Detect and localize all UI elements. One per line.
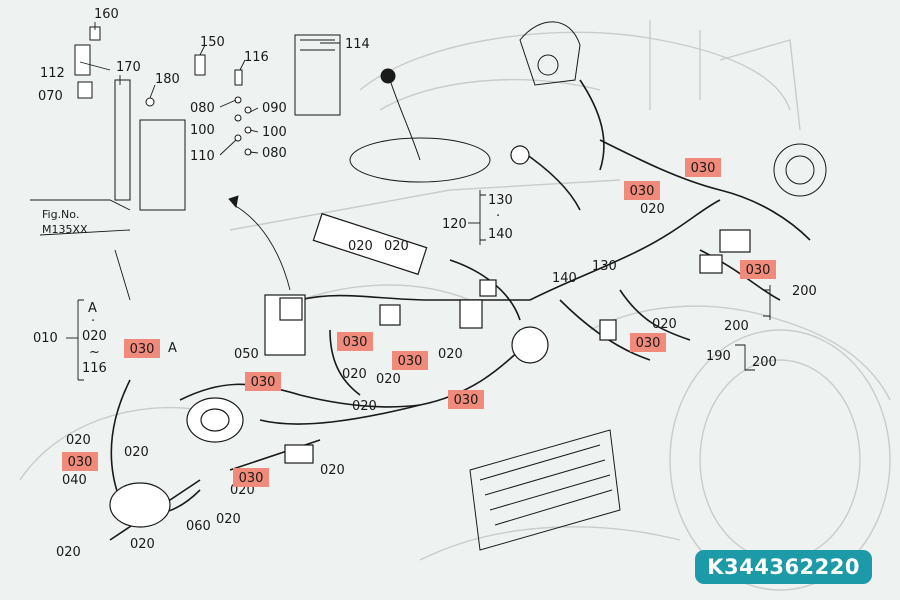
callout-020-2: 020 (384, 239, 409, 254)
callout-110: 110 (190, 149, 215, 164)
callout-080a: 080 (190, 101, 215, 116)
callout-200b: 200 (724, 319, 749, 334)
highlight-box-030-8 (245, 372, 281, 391)
wiring-harness (109, 79, 811, 541)
leader-lines (30, 22, 771, 381)
callout-020-1: 020 (348, 239, 373, 254)
highlight-box-030-4 (337, 332, 373, 351)
callout-010: 010 (33, 331, 58, 346)
callout-090: 090 (262, 101, 287, 116)
callout-A-2: A (168, 341, 177, 356)
callout-190: 190 (706, 349, 731, 364)
callout-200a: 200 (792, 284, 817, 299)
part-callouts: 160 150 116 114 112 170 180 070 080 090 … (33, 7, 817, 560)
callout-dot-1: · (496, 209, 500, 224)
figure-number-label: Fig.No. (42, 208, 79, 221)
figure-reference: M135XX (42, 223, 88, 236)
highlight-label-030-9: 030 (454, 393, 479, 408)
highlight-label-030-6: 030 (636, 336, 661, 351)
highlight-box-030-3 (740, 260, 776, 279)
frame-lines (114, 21, 827, 551)
highlight-label-030-2: 030 (630, 184, 655, 199)
callout-020-11: 020 (124, 445, 149, 460)
tractor-body-sketch (19, 20, 891, 591)
part-number-badge: K344362220 (695, 550, 872, 584)
callout-dot-2: · (91, 314, 95, 329)
highlight-label-030-1: 030 (691, 161, 716, 176)
highlight-box-030-10 (62, 452, 98, 471)
callout-020-8: 020 (438, 347, 463, 362)
callout-112: 112 (40, 66, 65, 81)
callout-020-5: 020 (82, 329, 107, 344)
callout-160: 160 (94, 7, 119, 22)
callout-130b: 130 (592, 259, 617, 274)
callout-130: 130 (488, 193, 513, 208)
highlight-label-030-8: 030 (251, 375, 276, 390)
callout-170: 170 (116, 60, 141, 75)
callout-070: 070 (38, 89, 63, 104)
callout-080b: 080 (262, 146, 287, 161)
callout-060: 060 (186, 519, 211, 534)
callout-040: 040 (62, 473, 87, 488)
callout-020-15: 020 (56, 545, 81, 560)
callout-180: 180 (155, 72, 180, 87)
callout-116b: 116 (82, 361, 107, 376)
highlight-box-030-9 (448, 390, 484, 409)
callout-020-6: 020 (342, 367, 367, 382)
callout-tilde: ~ (89, 345, 100, 360)
callout-020-9: 020 (352, 399, 377, 414)
components (109, 145, 751, 528)
highlight-label-030-4: 030 (343, 335, 368, 350)
highlight-box-030-6 (630, 333, 666, 352)
highlight-box-030-11 (233, 468, 269, 487)
callout-116: 116 (244, 50, 269, 65)
callout-020-10: 020 (66, 433, 91, 448)
highlight-box-030-2 (624, 181, 660, 200)
callout-140a: 140 (488, 227, 513, 242)
callout-A-1: A (88, 301, 97, 316)
highlight-label-030-3: 030 (746, 263, 771, 278)
callout-150: 150 (200, 35, 225, 50)
highlight-label-030-5: 030 (130, 342, 155, 357)
callout-020-7: 020 (376, 372, 401, 387)
highlighted-callouts: 030 030 030 030 030 030 030 030 030 030 030 (62, 158, 776, 487)
callout-020-14: 020 (216, 512, 241, 527)
highlight-label-030-11: 030 (239, 471, 264, 486)
callout-114: 114 (345, 37, 370, 52)
highlight-box-030-1 (685, 158, 721, 177)
highlight-label-030-7: 030 (398, 354, 423, 369)
callout-020-12: 020 (320, 463, 345, 478)
callout-050: 050 (234, 347, 259, 362)
highlight-box-030-5 (124, 339, 160, 358)
callout-200c: 200 (752, 355, 777, 370)
callout-100a: 100 (190, 123, 215, 138)
callout-120: 120 (442, 217, 467, 232)
callout-020-16: 020 (130, 537, 155, 552)
callout-140b: 140 (552, 271, 577, 286)
fastener-parts (74, 26, 252, 156)
callout-020-4: 020 (652, 317, 677, 332)
highlight-box-030-7 (392, 351, 428, 370)
callout-100b: 100 (262, 125, 287, 140)
callout-020-3: 020 (640, 202, 665, 217)
highlight-label-030-10: 030 (68, 455, 93, 470)
